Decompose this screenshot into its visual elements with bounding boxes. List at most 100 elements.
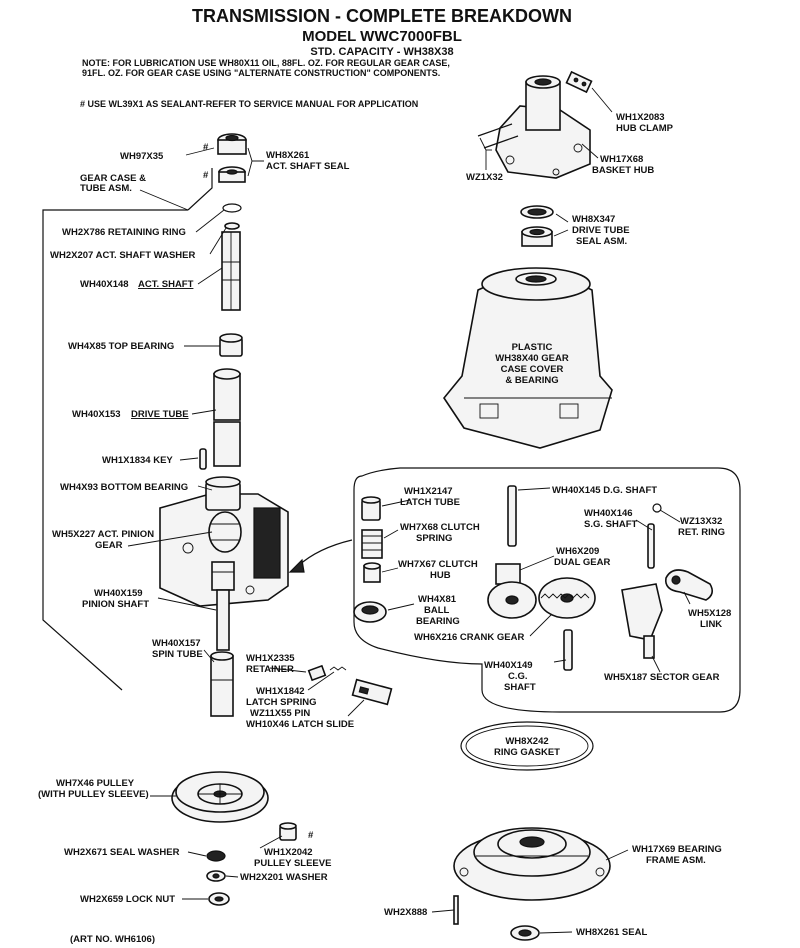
label-wh8x261-top: WH8X261 (266, 150, 310, 161)
washer-part (206, 870, 226, 882)
label-wh40x153-name: DRIVE TUBE (131, 409, 189, 420)
label-wh2x201: WH2X201 WASHER (240, 872, 328, 883)
label-wh8x347-2: DRIVE TUBE (572, 225, 630, 236)
label-wh1x2083-1: WH1X2083 (616, 112, 665, 123)
label-wh17x68-1: WH17X68 (600, 154, 643, 165)
drive-tube-part (213, 368, 241, 467)
label-wh1x1842-2: LATCH SPRING (246, 697, 317, 708)
label-wh8x347-1: WH8X347 (572, 214, 615, 225)
clutch-hub-part (363, 562, 381, 583)
label-wh1x2042-1: WH1X2042 (264, 847, 313, 858)
label-wh2x207: WH2X207 ACT. SHAFT WASHER (50, 250, 195, 261)
label-wh1x2147-1: WH1X2147 (404, 486, 453, 497)
label-wz13x32-2: RET. RING (678, 527, 725, 538)
dual-gear-part (487, 563, 537, 619)
std-capacity: STD. CAPACITY - WH38X38 (310, 46, 453, 58)
label-wh5x227-2: GEAR (95, 540, 123, 551)
label-cover-1: PLASTIC (512, 342, 553, 353)
label-wh4x93: WH4X93 BOTTOM BEARING (60, 482, 188, 493)
label-gear-case-2: TUBE ASM. (80, 183, 132, 194)
gear-case-cover-part (443, 267, 613, 449)
label-wh7x67-1: WH7X67 CLUTCH (398, 559, 478, 570)
ball-bearing-part (353, 601, 387, 623)
pulley-sleeve-part: # (279, 822, 314, 841)
label-wh40x157-1: WH40X157 (152, 638, 201, 649)
label-wh8x242-2: RING GASKET (494, 747, 560, 758)
hash-mark-1: # (203, 142, 209, 153)
label-wh40x153-code: WH40X153 (72, 409, 121, 420)
lock-nut-part (208, 892, 230, 906)
label-wh1x2335-1: WH1X2335 (246, 653, 295, 664)
top-bearing-part (219, 333, 243, 357)
sg-shaft-part (647, 503, 662, 569)
art-number: (ART NO. WH6106) (70, 934, 155, 945)
dg-shaft-part (507, 485, 517, 547)
label-wh40x149-2: C.G. (508, 671, 528, 682)
label-wh40x145: WH40X145 D.G. SHAFT (552, 485, 657, 496)
latch-tube-part (361, 496, 381, 521)
label-wh1x1842-1: WH1X1842 (256, 686, 305, 697)
cg-shaft-part (563, 629, 573, 671)
clutch-spring-part (361, 529, 383, 559)
gear-case-bracket (42, 168, 213, 691)
inset-arrow (288, 539, 353, 573)
key-part (199, 448, 207, 470)
label-wh40x146-2: S.G. SHAFT (584, 519, 638, 530)
model-number: MODEL WWC7000FBL (302, 28, 462, 45)
label-cover-4: & BEARING (505, 375, 558, 386)
label-wh7x68-1: WH7X68 CLUTCH (400, 522, 480, 533)
label-wh6x209-1: WH6X209 (556, 546, 599, 557)
leader-lines (127, 87, 691, 934)
label-wh4x81-2: BALL (424, 605, 450, 616)
label-wh8x242-1: WH8X242 (505, 736, 548, 747)
gear-case-housing (159, 476, 289, 607)
label-wh17x69-1: WH17X69 BEARING (632, 844, 722, 855)
label-wh17x69-2: FRAME ASM. (646, 855, 706, 866)
hub-bolts-part (477, 123, 519, 149)
label-wh40x149-1: WH40X149 (484, 660, 533, 671)
label-wh4x85: WH4X85 TOP BEARING (68, 341, 174, 352)
act-shaft-part (221, 231, 241, 311)
diagram-title: TRANSMISSION - COMPLETE BREAKDOWN (192, 6, 572, 26)
label-wh40x149-3: SHAFT (504, 682, 536, 693)
label-wh5x227-1: WH5X227 ACT. PINION (52, 529, 154, 540)
label-wh2x888: WH2X888 (384, 907, 427, 918)
crank-gear-part (538, 577, 596, 619)
pinion-shaft-part (216, 589, 230, 651)
label-cover-2: WH38X40 GEAR (495, 353, 569, 364)
label-wh17x68-2: BASKET HUB (592, 165, 654, 176)
label-wh6x216: WH6X216 CRANK GEAR (414, 632, 524, 643)
label-wh1x1834: WH1X1834 KEY (102, 455, 173, 466)
label-wh40x148-code: WH40X148 (80, 279, 129, 290)
hash-mark-3: # (308, 830, 314, 841)
label-wh40x159-1: WH40X159 (94, 588, 143, 599)
label-wh1x2147-2: LATCH TUBE (400, 497, 460, 508)
label-wz11x55: WZ11X55 PIN (250, 708, 310, 719)
act-shaft-seal-part: # # (203, 133, 247, 183)
label-wh2x786: WH2X786 RETAINING RING (62, 227, 186, 238)
label-wh1x2042-2: PULLEY SLEEVE (254, 858, 331, 869)
sector-gear-part (621, 583, 663, 659)
label-wh7x68-2: SPRING (416, 533, 452, 544)
spin-tube-part (210, 651, 234, 717)
label-gear-case-1: GEAR CASE & (80, 173, 146, 184)
ring-gasket-part (460, 721, 594, 771)
label-wh2x671: WH2X671 SEAL WASHER (64, 847, 180, 858)
basket-hub-part (495, 75, 591, 179)
bearing-frame-part (453, 827, 611, 901)
label-cover-3: CASE COVER (501, 364, 564, 375)
label-wh40x146-1: WH40X146 (584, 508, 633, 519)
label-wh8x347-3: SEAL ASM. (576, 236, 627, 247)
label-wh5x128-1: WH5X128 (688, 608, 731, 619)
latch-parts (307, 664, 393, 706)
label-wh7x67-2: HUB (430, 570, 451, 581)
label-wh10x46: WH10X46 LATCH SLIDE (246, 719, 354, 730)
hash-mark-2: # (203, 170, 209, 181)
bottom-seal-part (510, 925, 540, 941)
label-wz13x32-1: WZ13X32 (680, 516, 722, 527)
label-wh6x209-2: DUAL GEAR (554, 557, 610, 568)
label-wh7x46-2: (WITH PULLEY SLEEVE) (38, 789, 149, 800)
lubrication-note-line-2: 91FL. OZ. FOR GEAR CASE USING "ALTERNATE… (82, 68, 440, 78)
lubrication-note-line-1: NOTE: FOR LUBRICATION USE WH80X11 OIL, 8… (82, 58, 450, 68)
